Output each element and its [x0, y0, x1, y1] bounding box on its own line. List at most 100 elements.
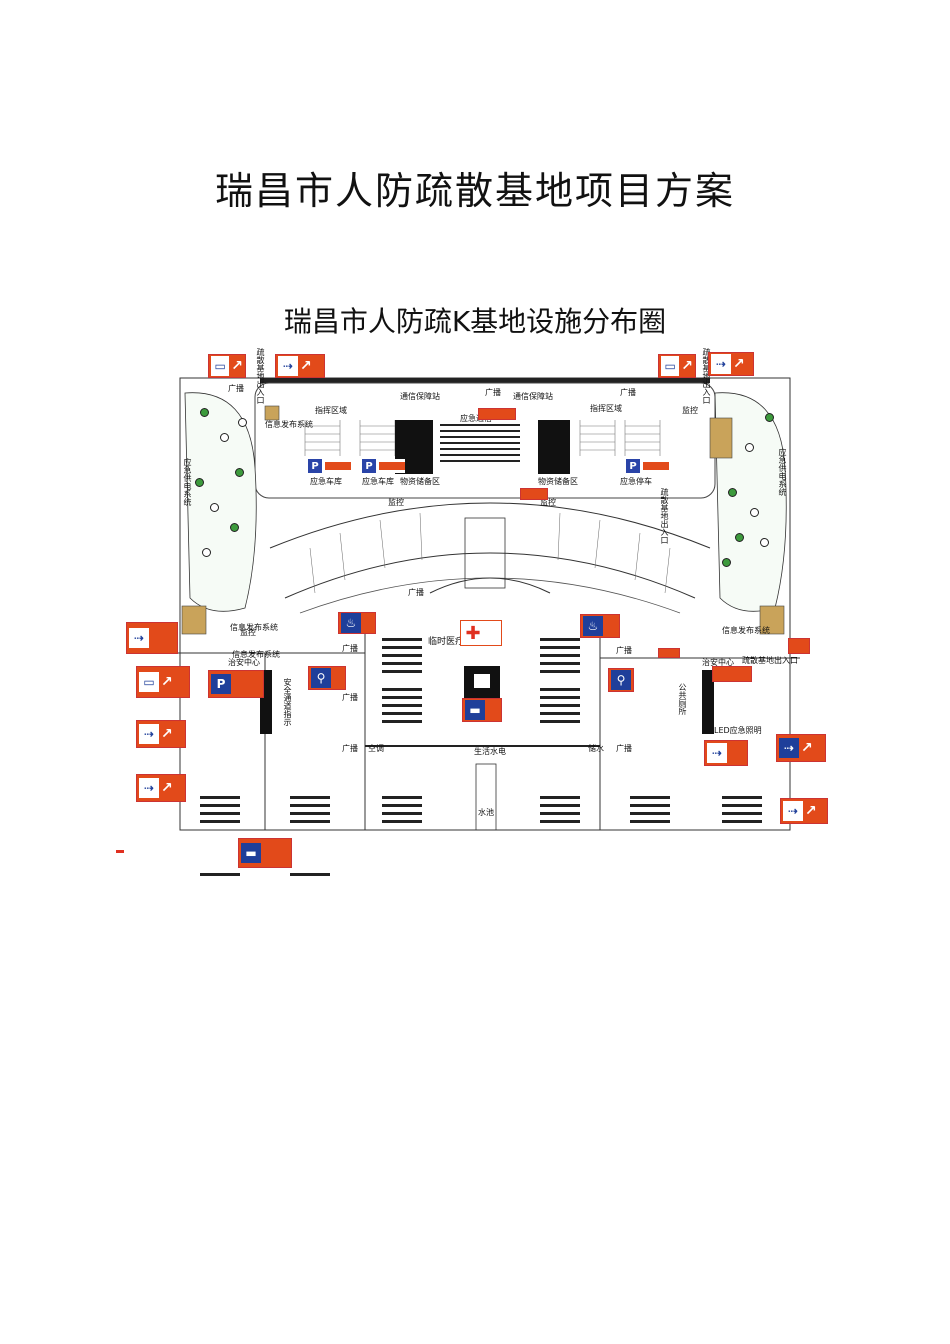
label-info-system: 信息发布系统	[265, 420, 313, 429]
info-board-top-right	[709, 417, 733, 459]
toilet-icon: ⚲	[611, 670, 631, 690]
label-monitoring: 监控	[240, 628, 256, 637]
power-bar-right	[702, 670, 714, 734]
label-info-system: 信息发布系统	[232, 650, 280, 659]
parking-sign: P	[362, 459, 405, 473]
arrow-up-right-icon: ↗	[681, 358, 693, 374]
sign-evacuation-exit: ⇢↗	[708, 352, 754, 376]
sign-car-exit: ▭↗	[136, 666, 190, 698]
garden-left	[184, 392, 257, 612]
running-exit-icon: ⇢	[278, 356, 298, 376]
running-exit-icon: ⇢	[707, 743, 727, 763]
label-emergency-garage: 应急车库	[362, 477, 394, 486]
label-entrance-vertical: 疏散基地出入口	[660, 488, 669, 544]
label-emergency-power: 应急供电系统	[183, 458, 192, 506]
sign-parking: P	[208, 670, 264, 698]
tree-icon	[745, 443, 754, 452]
top-road	[260, 378, 710, 383]
sign-small	[712, 666, 752, 682]
sign-evacuation-exit: ⇢↗	[275, 354, 325, 378]
running-exit-icon: ⇢	[139, 778, 159, 798]
arrow-up-right-icon: ↗	[805, 803, 817, 819]
tree-icon	[238, 418, 247, 427]
arrow-up-right-icon: ↗	[801, 740, 813, 756]
parking-sign: P	[626, 459, 669, 473]
label-broadcast: 广播	[408, 588, 424, 597]
label-entrance-vertical: 疏散基地出入口	[256, 348, 265, 404]
label-entrance: 疏散基地出入口	[742, 656, 798, 665]
label-storage: 物资储备区	[400, 477, 440, 486]
tree-icon	[765, 413, 774, 422]
label-safety-channel: 安全通道指示	[283, 678, 292, 726]
running-exit-icon: ⇢	[139, 724, 159, 744]
label-utilities: 生活水电	[474, 747, 506, 756]
label-comm-station: 通信保障站	[513, 392, 553, 401]
label-info-system: 信息发布系统	[722, 626, 770, 635]
label-comm-station: 通信保障站	[400, 392, 440, 401]
tree-icon	[735, 533, 744, 542]
tree-icon	[235, 468, 244, 477]
arrow-up-right-icon: ↗	[733, 356, 745, 372]
tent-grid-lower	[200, 638, 762, 876]
toilet-icon: ⚲	[311, 668, 331, 688]
building-arc-outer	[269, 502, 711, 549]
label-led: LED应急照明	[714, 726, 762, 735]
tree-icon	[722, 558, 731, 567]
label-entrance-vertical: 疏散基地出入口	[702, 348, 711, 404]
sign-led: ⇢	[704, 740, 748, 766]
sign-small	[478, 408, 516, 420]
label-broadcast: 广播	[620, 388, 636, 397]
tree-icon	[728, 488, 737, 497]
label-air-conditioning: 空调	[368, 744, 384, 753]
label-pool: 水池	[478, 808, 494, 817]
fire-extinguisher-icon: ♨	[341, 613, 361, 633]
label-broadcast: 广播	[485, 388, 501, 397]
sign-first-aid: ✚	[460, 620, 502, 646]
car-icon: ▭	[139, 672, 159, 692]
garden-right	[714, 392, 787, 612]
tree-icon	[200, 408, 209, 417]
bed-icon: ▬	[465, 700, 485, 720]
arrow-up-right-icon: ↗	[161, 674, 173, 690]
sign-small	[520, 488, 548, 500]
tree-icon	[750, 508, 759, 517]
car-icon: ▭	[661, 356, 680, 376]
parking-icon: P	[626, 459, 640, 473]
sign-fire: ♨	[580, 614, 620, 638]
plaza-steps	[429, 577, 551, 594]
sign-evacuation-exit: ⇢↗	[136, 720, 186, 748]
label-broadcast: 广播	[616, 646, 632, 655]
sign-fire: ♨	[338, 612, 376, 634]
label-emergency-comm: 应急通信	[460, 414, 492, 423]
document-title: 瑞昌市人防疏散基地项目方案	[214, 169, 735, 213]
sign-shelter: ▬	[462, 698, 502, 722]
label-broadcast: 广播	[616, 744, 632, 753]
site-boundary	[179, 377, 791, 831]
building-partitions	[309, 512, 671, 594]
label-security-center: 治安中心	[702, 658, 734, 667]
label-emergency-parking: 应急停车	[620, 477, 652, 486]
label-info-system: 信息发布系统	[230, 623, 278, 632]
label-broadcast: 广播	[228, 384, 244, 393]
first-aid-cross-icon: ✚	[463, 623, 483, 644]
info-board-top-left	[264, 405, 280, 421]
arrow-up-right-icon: ↗	[231, 358, 243, 374]
sign-small	[788, 638, 810, 654]
building-arc-front	[299, 577, 681, 614]
label-storage: 物资储备区	[538, 477, 578, 486]
arrow-up-right-icon: ↗	[161, 780, 173, 796]
parking-icon: P	[211, 674, 231, 694]
label-emergency-power: 应急供电系统	[778, 448, 787, 496]
car-icon: ▭	[211, 356, 230, 376]
label-security-center: 治安中心	[228, 658, 260, 667]
sign-evacuation-exit: ⇢↗	[136, 774, 186, 802]
tree-icon	[195, 478, 204, 487]
tree-icon	[230, 523, 239, 532]
bed-icon: ▬	[241, 843, 261, 863]
label-broadcast: 广播	[342, 693, 358, 702]
label-command: 指挥区域	[315, 406, 347, 415]
running-exit-icon: ⇢	[129, 628, 149, 648]
facility-map: P P P 应急车库 应急车库 物资储备区 物资储备区 应急停车 指挥区域 指挥…	[110, 348, 840, 878]
water-pool	[475, 763, 497, 831]
sign-evacuation-exit: ⇢↗	[776, 734, 826, 762]
